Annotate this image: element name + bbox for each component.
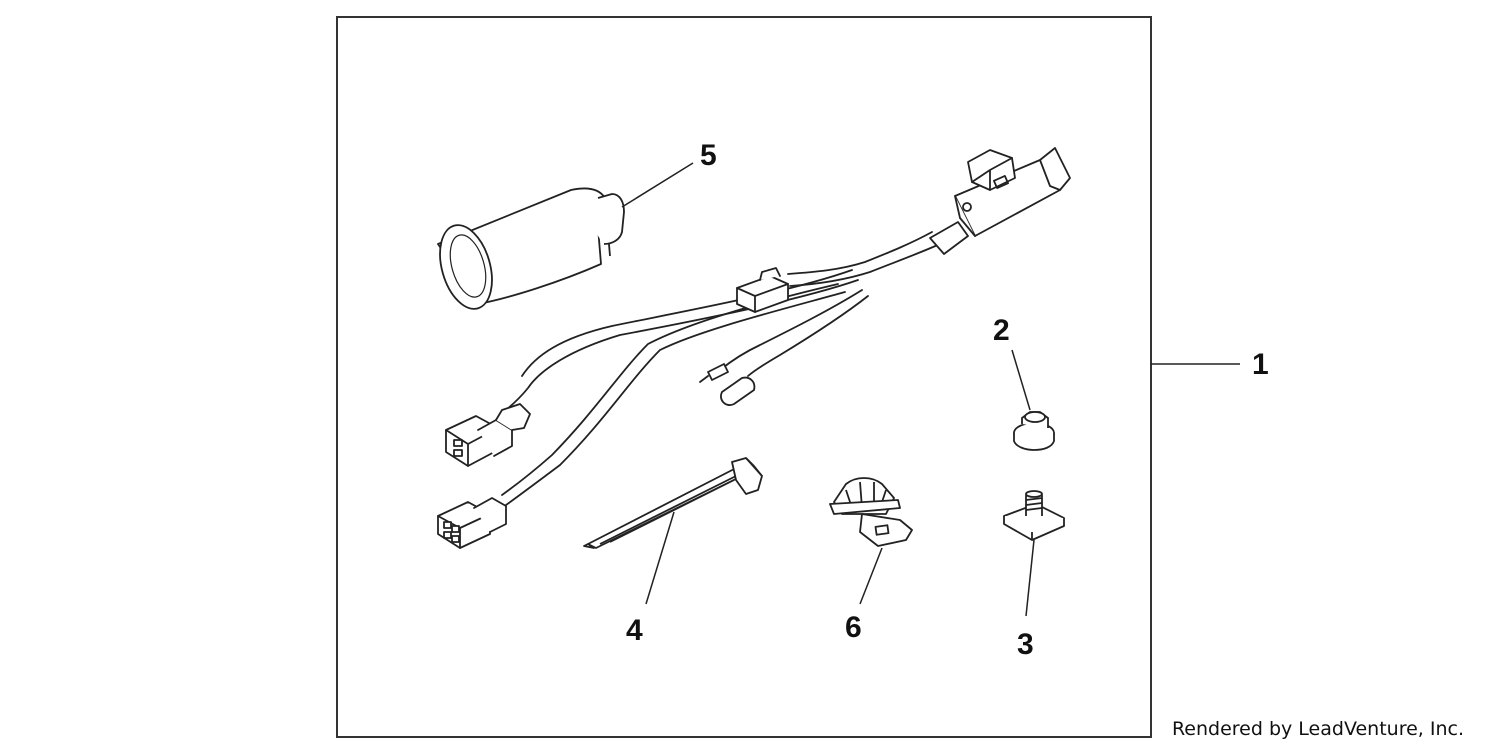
leader-line-4	[645, 511, 675, 605]
bolt-with-square-plate-part[interactable]	[1004, 491, 1064, 540]
diagram-frame	[336, 16, 1152, 738]
callout-5: 5	[700, 139, 717, 172]
flange-nut-part[interactable]	[1014, 412, 1054, 450]
cable-tie-part[interactable]	[584, 458, 762, 548]
callout-1: 1	[1252, 348, 1269, 381]
leader-line-2	[1011, 349, 1031, 411]
leader-line-5	[621, 162, 694, 208]
socket-cap-part[interactable]	[431, 188, 624, 315]
wire-harness-part[interactable]	[438, 148, 1070, 548]
leader-line-3	[1025, 539, 1035, 617]
callout-4: 4	[626, 614, 643, 647]
render-credit: Rendered by LeadVenture, Inc.	[1171, 718, 1464, 740]
leader-line-6	[859, 547, 883, 605]
callout-3: 3	[1017, 628, 1034, 661]
clip-bracket-part[interactable]	[830, 478, 912, 546]
callout-2: 2	[993, 314, 1010, 347]
callout-6: 6	[845, 611, 862, 644]
